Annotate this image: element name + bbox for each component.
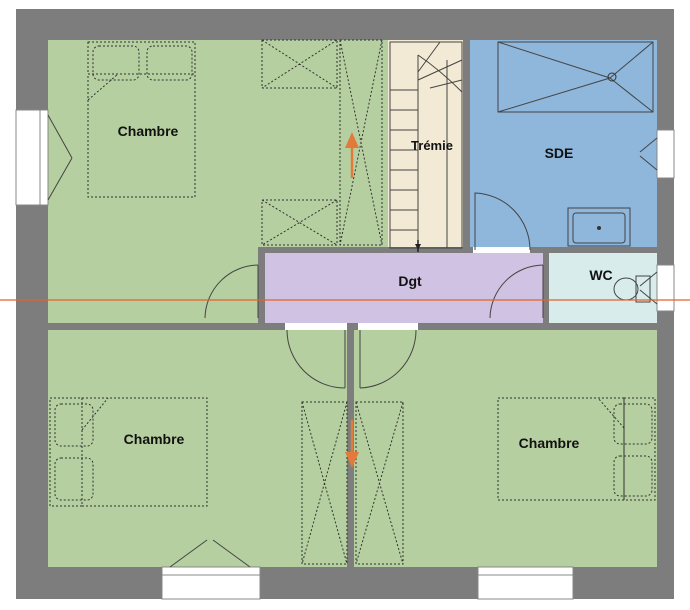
bed-bottom-right [497,397,656,501]
label-chambre-bottom-left: Chambre [124,431,185,447]
shower-tray [497,41,654,113]
wall-dgt-left [258,247,265,323]
label-tremie: Trémie [411,138,453,153]
door-gap-right [358,323,418,330]
doors [204,192,544,389]
window-right-sde[interactable] [656,129,675,179]
window-left[interactable] [15,109,49,206]
wall-mid [48,323,657,330]
room-wc[interactable] [549,253,657,323]
door-gap-sde [473,247,530,253]
window-bottom-right[interactable] [477,566,574,600]
window-bottom-left[interactable] [161,566,261,600]
label-chambre-bottom-right: Chambre [519,435,580,451]
wall-spine [347,323,354,567]
wardrobe-top [261,39,383,246]
label-wc: WC [589,267,612,283]
door-gap-left [285,323,347,330]
bed-bottom-left [49,397,208,507]
arrow-down [345,420,359,468]
window-right-wc[interactable] [656,264,675,312]
label-sde: SDE [545,145,574,161]
label-dgt: Dgt [398,273,422,289]
wall-dgt-top [258,247,657,253]
wall-tremie-sde [463,40,470,247]
bed-top [87,41,196,198]
stairs [389,41,463,252]
washbasin [567,207,631,247]
room-sde[interactable] [470,40,657,247]
label-chambre-top: Chambre [118,123,179,139]
arrow-up [345,132,359,178]
wardrobe-bottom [301,401,404,565]
wall-dgt-wc [543,253,549,323]
